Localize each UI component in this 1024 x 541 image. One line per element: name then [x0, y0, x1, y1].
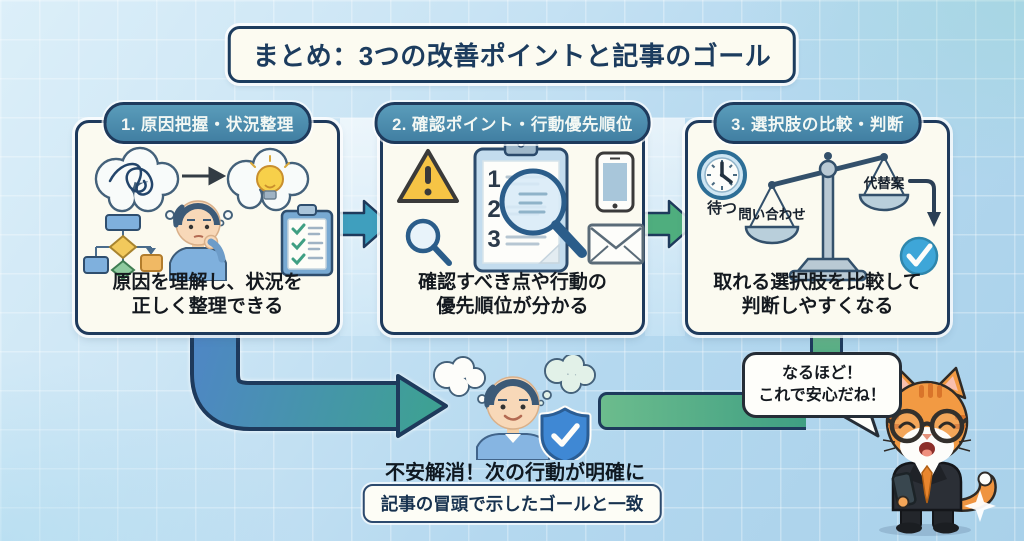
- inquiry-label: 問い合わせ: [738, 206, 806, 222]
- panel-1-caption: 原因を理解し、状況を 正しく整理できる: [112, 271, 303, 318]
- goal-box-text: 記事の冒頭で示したゴールと一致: [380, 494, 644, 514]
- cat-phone: [891, 471, 917, 509]
- panel-1-header: 1. 原因把握・状況整理: [121, 116, 294, 134]
- panel-2-caption: 確認すべき点や行動の 優先順位が分かる: [418, 271, 607, 318]
- panel-check-priority: 2. 確認ポイント・行動優先順位 1 2: [374, 102, 651, 335]
- cat-mascot-icon: [879, 366, 997, 536]
- cat-speech-bubble: なるほど！ これで安心だね！: [742, 352, 902, 418]
- panel-3-caption: 取れる選択肢を比較して 判断しやすくなる: [713, 271, 922, 318]
- shield-check-icon: [538, 405, 592, 460]
- person-icon: [476, 376, 550, 460]
- panel-compare-judge: 3. 選択肢の比較・判断 待つ: [685, 102, 950, 335]
- decision-arrow-icon: [908, 179, 941, 227]
- flowchart-icon: [83, 214, 163, 281]
- goal-box: 記事の冒頭で示したゴールと一致: [362, 484, 662, 523]
- magnifier-small-icon: [405, 218, 452, 266]
- smartphone-icon: [595, 151, 635, 213]
- reassured-person-icon: [433, 355, 596, 460]
- panel-3-header-pill: 3. 選択肢の比較・判断: [713, 102, 922, 144]
- idea-cloud-icon: [217, 147, 310, 227]
- arrow-step2-to-step3-icon: [641, 199, 697, 249]
- thought-bubble-right-icon: [537, 355, 596, 407]
- list-number-2: 2: [487, 196, 500, 223]
- magnifier-large-icon: [499, 168, 587, 258]
- conclusion-headline: 不安解消！次の行動が明確に: [385, 462, 645, 484]
- panel-3-illustration: 待つ 問い合わせ 代替案: [697, 150, 941, 282]
- thinking-person-icon: [169, 200, 227, 281]
- clock-icon: [697, 150, 747, 200]
- arrow-step1-to-step2-icon: [336, 199, 392, 249]
- panel-cause-analysis: 1. 原因把握・状況整理: [75, 102, 340, 335]
- tangled-thought-cloud-icon: [94, 146, 182, 227]
- transform-arrow-icon: [182, 166, 227, 186]
- panel-2-header: 2. 確認ポイント・行動優先順位: [392, 116, 633, 134]
- warning-icon: [397, 149, 459, 203]
- lightbulb-icon: [250, 155, 290, 200]
- cat-head: [882, 366, 972, 465]
- check-circle-icon: [899, 236, 939, 276]
- checklist-clipboard-icon: [280, 204, 334, 277]
- thought-bubble-left-icon: [433, 356, 493, 411]
- alternative-label: 代替案: [863, 175, 905, 191]
- speech-bubble-tail: [834, 412, 880, 438]
- cat-glasses-icon: [885, 408, 969, 444]
- sparkle-icon: [964, 490, 996, 522]
- page-title: まとめ：3つの改善ポイントと記事のゴール: [252, 41, 772, 71]
- panel-2-illustration: 1 2 3: [397, 139, 645, 273]
- title-box: まとめ：3つの改善ポイントと記事のゴール: [227, 26, 797, 83]
- panel-2-header-pill: 2. 確認ポイント・行動優先順位: [374, 102, 651, 144]
- wait-label: 待つ: [707, 199, 737, 217]
- mail-icon: [587, 223, 645, 265]
- panel-1-header-pill: 1. 原因把握・状況整理: [103, 102, 312, 144]
- arrow-to-conclusion-icon: [190, 334, 448, 438]
- panel-3-header: 3. 選択肢の比較・判断: [731, 116, 904, 134]
- list-number-3: 3: [487, 226, 500, 253]
- balance-scale-icon: [744, 152, 910, 282]
- list-number-1: 1: [487, 166, 500, 193]
- panel-1-illustration: [83, 146, 334, 281]
